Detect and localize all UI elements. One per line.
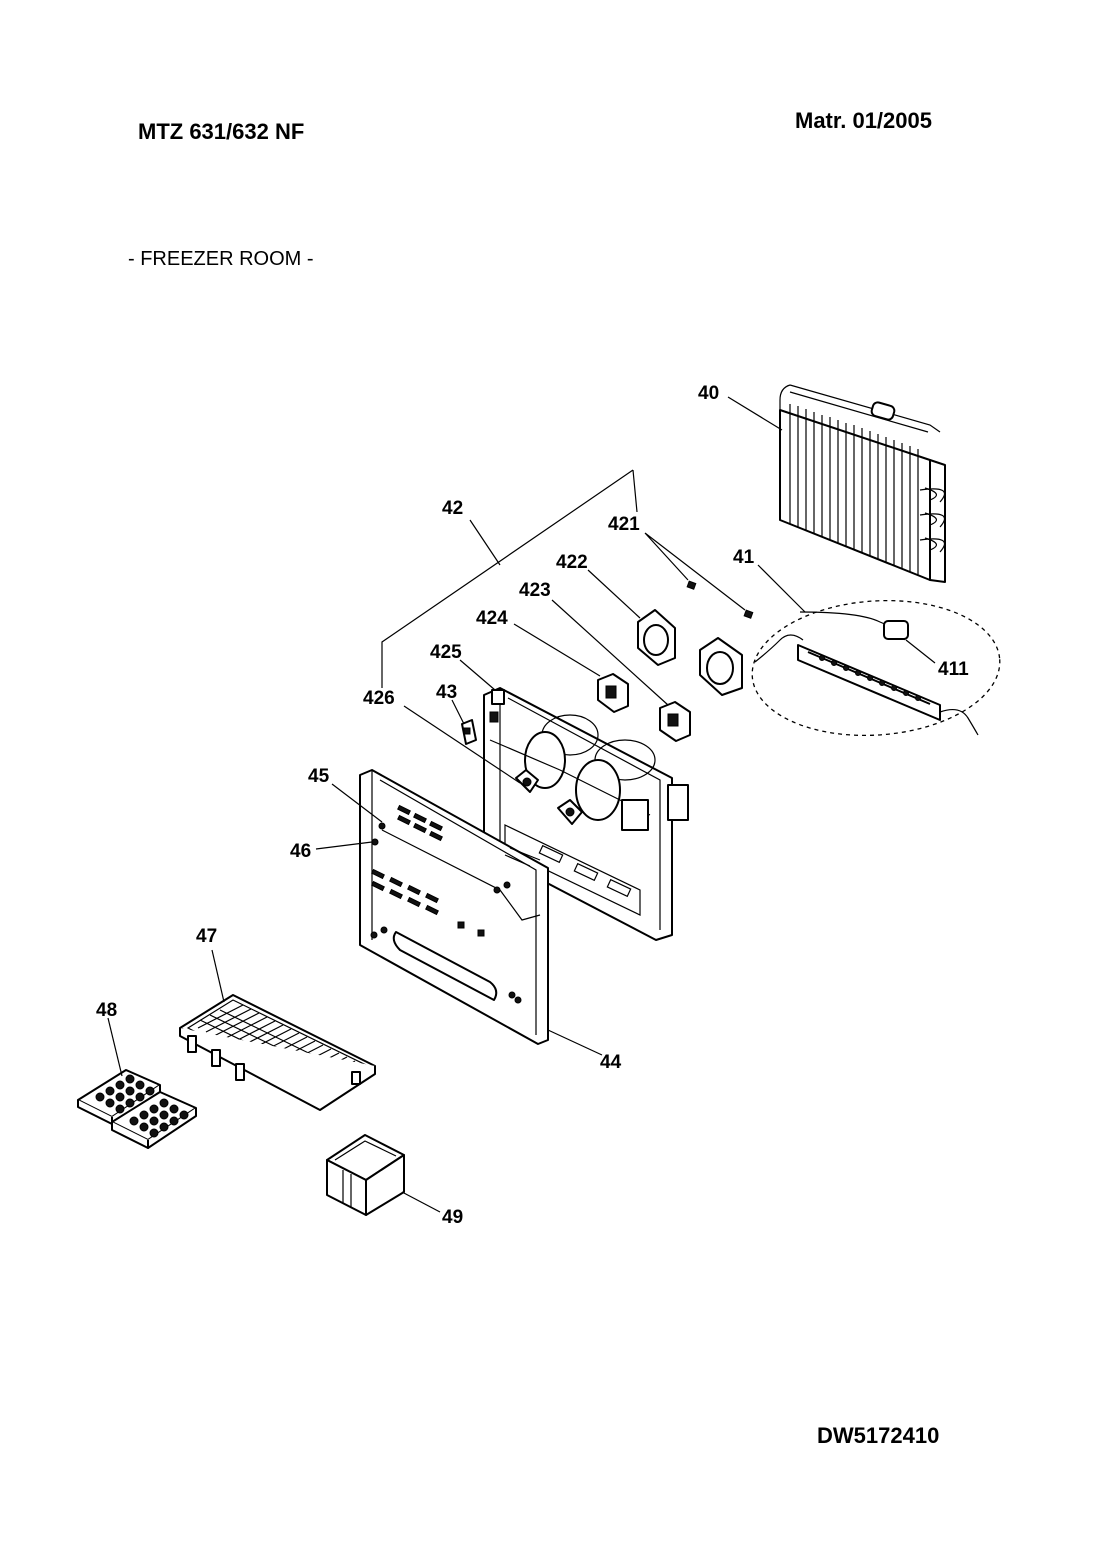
clip-part-424 xyxy=(597,673,629,713)
front-cover-part-44 xyxy=(359,769,549,1045)
fan-holder-part-422 xyxy=(637,609,743,696)
ice-tray-part-48 xyxy=(77,1069,197,1149)
material-date: Matr. 01/2005 xyxy=(795,108,932,133)
screws-part-421 xyxy=(686,580,754,619)
callout-426: 426 xyxy=(363,688,395,709)
detail-circle xyxy=(751,599,1001,737)
callout-423: 423 xyxy=(519,580,551,601)
model-title: MTZ 631/632 NF xyxy=(138,119,305,144)
fan-panel-assembly xyxy=(483,687,689,941)
part-45-screw xyxy=(378,822,386,830)
evaporator-part-40 xyxy=(779,384,946,583)
callout-421: 421 xyxy=(608,514,640,535)
callout-49: 49 xyxy=(442,1207,463,1228)
callout-43: 43 xyxy=(436,682,457,703)
callout-42: 42 xyxy=(442,498,463,519)
callout-41: 41 xyxy=(733,547,755,568)
drawing-number: DW5172410 xyxy=(817,1423,940,1448)
callout-47: 47 xyxy=(196,926,217,947)
callout-44: 44 xyxy=(600,1052,622,1073)
part-46-screw xyxy=(371,838,379,846)
callout-40: 40 xyxy=(698,383,719,404)
section-title: - FREEZER ROOM - xyxy=(128,248,314,270)
callout-411: 411 xyxy=(938,659,969,680)
callout-45: 45 xyxy=(308,766,330,787)
shelf-grille-part-47 xyxy=(179,994,376,1111)
clip-part-423 xyxy=(659,701,691,742)
lamp-part-411 xyxy=(754,611,979,736)
callout-425: 425 xyxy=(430,642,462,663)
box-part-49 xyxy=(326,1134,405,1216)
callout-424: 424 xyxy=(476,608,508,629)
part-43 xyxy=(461,719,477,745)
callout-48: 48 xyxy=(96,1000,117,1021)
callout-422: 422 xyxy=(556,552,588,573)
callout-46: 46 xyxy=(290,841,311,862)
